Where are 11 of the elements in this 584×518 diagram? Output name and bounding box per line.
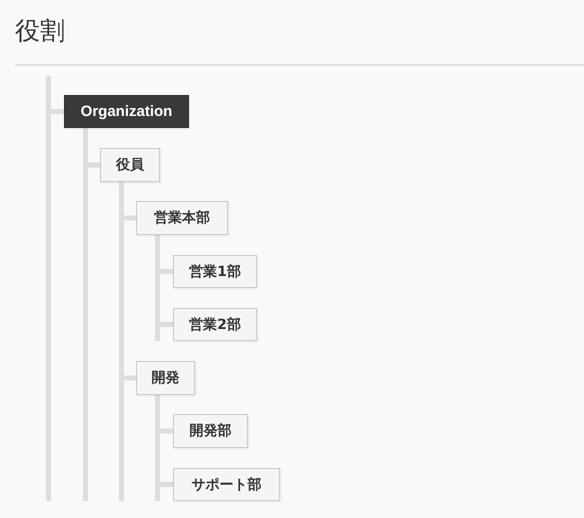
connector-line bbox=[46, 76, 64, 114]
node-box: 開発部 bbox=[173, 414, 248, 448]
node-box: 開発 bbox=[136, 361, 195, 395]
connector-line bbox=[83, 128, 100, 168]
page-title: 役割 bbox=[15, 15, 65, 47]
node-box: サポート部 bbox=[173, 468, 280, 501]
node-box: 営業1部 bbox=[173, 255, 257, 288]
root-box: Organization bbox=[64, 95, 189, 128]
node-box: 営業2部 bbox=[173, 308, 257, 341]
node-box: 役員 bbox=[100, 148, 160, 182]
node-box: 営業本部 bbox=[136, 201, 228, 235]
